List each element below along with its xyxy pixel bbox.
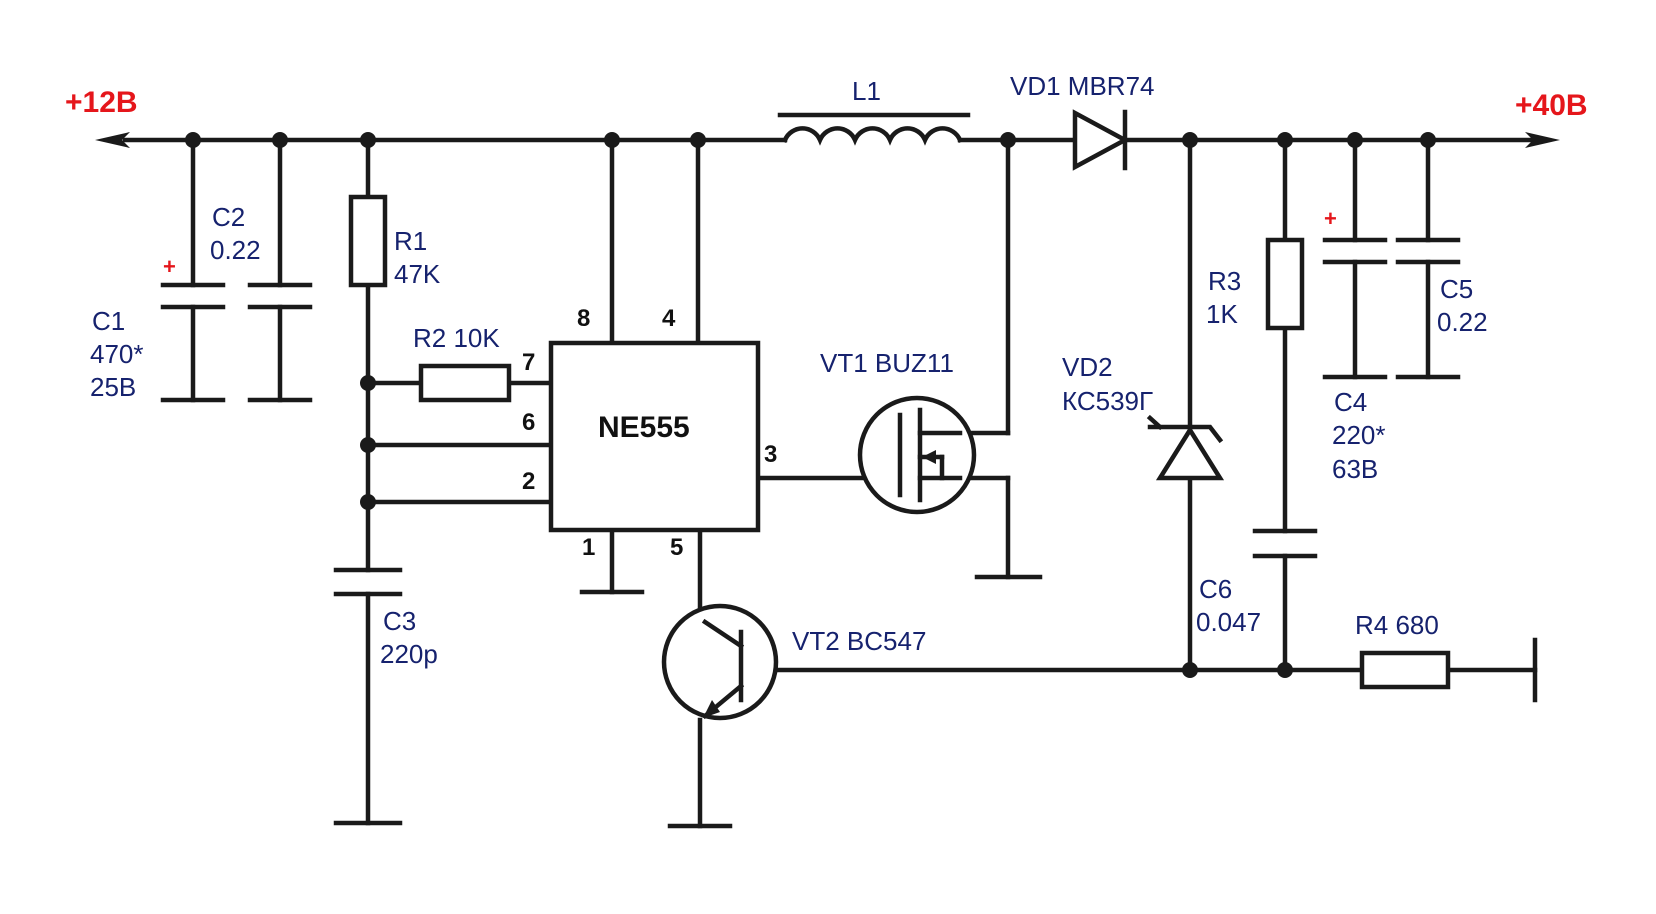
- c2-ref: C2: [212, 202, 245, 232]
- r2-label: R2 10K: [413, 323, 500, 353]
- output-arrow-icon: [1525, 132, 1560, 148]
- zener-cathode: [1147, 424, 1224, 444]
- pin-7-label: 7: [522, 349, 535, 376]
- junction: [360, 437, 376, 453]
- junction: [1277, 132, 1293, 148]
- resistor-r2: [418, 363, 512, 403]
- ne555-label: NE555: [598, 411, 690, 444]
- c2-value: 0.22: [210, 235, 261, 265]
- l1-label: L1: [852, 76, 881, 106]
- junction: [1182, 132, 1198, 148]
- capacitor-c6: [1252, 528, 1318, 559]
- capacitor-c3: [333, 567, 403, 597]
- rail-arrows: [95, 132, 1560, 148]
- junction: [360, 132, 376, 148]
- pin-3-label: 3: [764, 441, 777, 468]
- junction: [1000, 132, 1016, 148]
- mosfet-vt1: [857, 395, 977, 515]
- r4-label: R4 680: [1355, 610, 1439, 640]
- c5-value: 0.22: [1437, 307, 1488, 337]
- inductor-l1: [777, 112, 971, 146]
- vd2-ref: VD2: [1062, 352, 1113, 382]
- inductor-coil: [782, 126, 963, 146]
- vt1-label: VT1 BUZ11: [820, 348, 954, 378]
- resistor-r4: [1359, 650, 1451, 690]
- pin-6-label: 6: [522, 409, 535, 436]
- ne555-chip: [548, 340, 761, 533]
- capacitor-c2: [247, 282, 313, 310]
- junction: [360, 494, 376, 510]
- c4-voltage: 63В: [1332, 454, 1378, 484]
- capacitor-c4: [1322, 237, 1388, 265]
- pin-4-label: 4: [662, 305, 676, 332]
- vd2-value: КС539Г: [1062, 386, 1153, 416]
- output-rail-label: +40В: [1515, 89, 1588, 122]
- junctions: [185, 132, 1436, 678]
- vt2-arrow-icon: [703, 700, 720, 718]
- c4-polarity-mark: +: [1324, 206, 1337, 231]
- transistor-vt2: [661, 603, 779, 721]
- vd1-label: VD1 MBR74: [1010, 71, 1155, 101]
- diode-vd1: [1072, 109, 1130, 171]
- c4-ref: C4: [1334, 387, 1367, 417]
- c6-ref: C6: [1199, 574, 1232, 604]
- c1-value: 470*: [90, 339, 144, 369]
- c1-ref: C1: [92, 306, 125, 336]
- junction: [1182, 662, 1198, 678]
- junction: [272, 132, 288, 148]
- vt2-label: VT2 BC547: [792, 626, 926, 656]
- junction: [1347, 132, 1363, 148]
- resistor-r3: [1265, 237, 1305, 331]
- pin-8-label: 8: [577, 305, 590, 332]
- junction: [604, 132, 620, 148]
- c6-value: 0.047: [1196, 607, 1261, 637]
- pin-5-label: 5: [670, 534, 683, 561]
- c5-ref: C5: [1440, 274, 1473, 304]
- c1-polarity-mark: +: [163, 254, 176, 279]
- input-arrow-icon: [95, 132, 130, 148]
- junction: [690, 132, 706, 148]
- vt1-arrow-icon: [922, 450, 936, 464]
- r3-value: 1K: [1206, 299, 1238, 329]
- resistor-r1: [348, 194, 388, 288]
- pin-1-label: 1: [582, 534, 595, 561]
- c3-ref: C3: [383, 606, 416, 636]
- c1-voltage: 25В: [90, 372, 136, 402]
- capacitor-c5: [1395, 237, 1461, 265]
- junction: [1277, 662, 1293, 678]
- input-rail-label: +12В: [65, 86, 138, 119]
- capacitor-c1: [160, 282, 226, 310]
- r1-ref: R1: [394, 226, 427, 256]
- zener-vd2: [1146, 414, 1225, 481]
- c3-value: 220p: [380, 639, 438, 669]
- r1-value: 47K: [394, 259, 441, 289]
- junction: [360, 375, 376, 391]
- pin-2-label: 2: [522, 468, 535, 495]
- c4-value: 220*: [1332, 420, 1386, 450]
- r3-ref: R3: [1208, 266, 1241, 296]
- junction: [1420, 132, 1436, 148]
- junction: [185, 132, 201, 148]
